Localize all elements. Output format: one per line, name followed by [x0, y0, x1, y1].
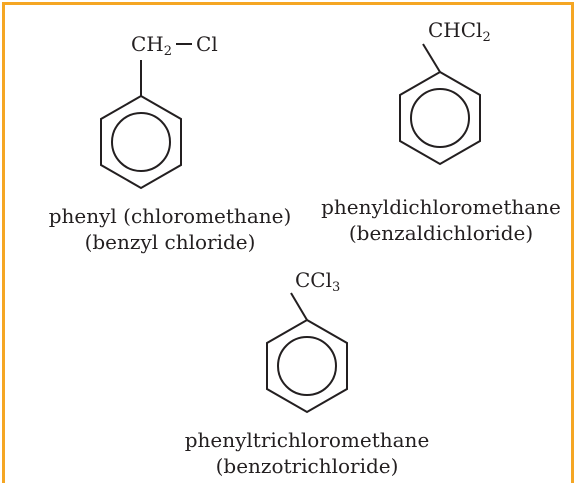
benzene-ring-1	[100, 60, 182, 190]
aromatic-circle-3	[277, 336, 337, 396]
compound-1-name: phenyl (chloromethane)	[48, 204, 292, 228]
formula-compound-3: CCl3	[295, 268, 340, 300]
compound-3-common-name: (benzotrichloride)	[215, 454, 399, 478]
hexagon-2	[399, 70, 481, 166]
side-chain-bond-3	[290, 292, 308, 321]
formula-compound-1: CH2 Cl	[131, 32, 218, 64]
side-chain-bond-2	[422, 43, 441, 73]
formula-subscript-3: 3	[332, 280, 341, 295]
compound-1-common-name: (benzyl chloride)	[84, 230, 256, 254]
formula-main-1: CH	[131, 32, 164, 56]
compound-2-common-name: (benzaldichloride)	[348, 221, 534, 245]
hexagon-3	[266, 318, 348, 414]
formula-main-2: CHCl	[428, 18, 483, 42]
bond-dash-icon	[176, 43, 193, 45]
formula-main-3: CCl	[295, 268, 333, 292]
benzene-ring-3	[266, 292, 348, 414]
formula-compound-2: CHCl2	[428, 18, 491, 50]
formula-subscript-2: 2	[482, 30, 491, 45]
formula-subscript-1: 2	[163, 44, 173, 59]
substituent-1: Cl	[196, 32, 218, 56]
aromatic-circle-1	[111, 112, 171, 172]
compound-2-name: phenyldichloromethane	[321, 195, 561, 219]
aromatic-circle-2	[410, 88, 470, 148]
benzene-ring-2	[399, 43, 481, 166]
hexagon-1	[100, 94, 182, 190]
compound-3-name: phenyltrichloromethane	[184, 428, 430, 452]
